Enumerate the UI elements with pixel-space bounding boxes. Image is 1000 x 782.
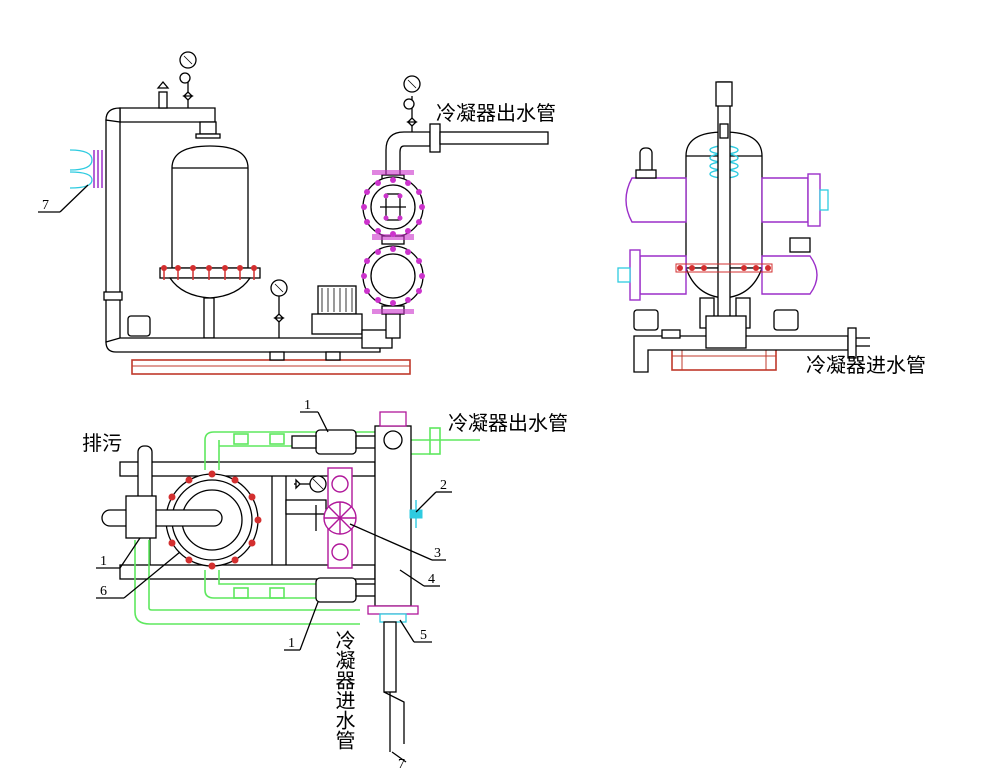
part-number-4: 4 (428, 572, 435, 587)
separator-bottom (315, 577, 357, 603)
label-condenser-outlet-top: 冷凝器出水管 (436, 101, 556, 125)
valve-3-icon (323, 467, 357, 569)
side-view: 冷凝器进水管 (617, 81, 926, 377)
separator-top (315, 429, 357, 455)
part-number-7-top: 7 (42, 198, 49, 213)
front-vessel (171, 145, 249, 269)
front-base-frame (131, 359, 411, 375)
coil-7-icon (93, 150, 103, 188)
label-condenser-inlet-side: 冷凝器进水管 (806, 353, 926, 377)
side-flange-bolts (677, 265, 771, 271)
part-number-3: 3 (434, 546, 441, 561)
part-number-2: 2 (440, 478, 447, 493)
front-left-pipe (105, 119, 121, 343)
part-number-5: 5 (420, 628, 427, 643)
plan-view: 排污 冷凝器出水管 冷 (82, 398, 568, 772)
lower-flange-circle (362, 245, 424, 307)
condenser-column (374, 425, 412, 607)
label-condenser-outlet-plan: 冷凝器出水管 (448, 411, 568, 435)
label-drain: 排污 (82, 431, 122, 455)
front-view: 7 冷凝器出水管 (38, 51, 556, 375)
part-number-1-left: 1 (100, 554, 107, 569)
part-number-1-top: 1 (304, 398, 311, 413)
label-condenser-inlet-plan: 冷凝器进水管 (332, 630, 356, 750)
part-number-1-bottom: 1 (288, 636, 295, 651)
pump-motor (317, 285, 357, 315)
side-base-frame (671, 347, 777, 371)
flange-bolts (361, 177, 425, 306)
part-number-6: 6 (100, 584, 107, 599)
part-number-7-bottom: 7 (398, 757, 405, 772)
